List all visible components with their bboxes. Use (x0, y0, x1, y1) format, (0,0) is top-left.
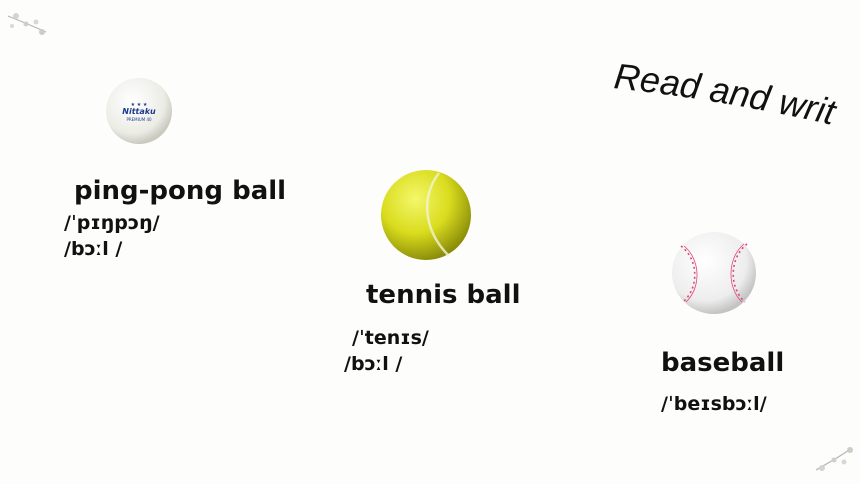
floral-sprig-icon (7, 13, 47, 35)
ping-pong-ball-icon: ★ ★ ★ Nittaku PREMIUM 40 (106, 78, 172, 144)
page-title: Read and write (595, 15, 841, 133)
svg-text:Read and write: Read and write (595, 15, 841, 133)
tennis-ball-icon (381, 170, 471, 260)
word-label: tennis ball (366, 280, 521, 310)
ball-brand-logo: Nittaku (122, 107, 156, 116)
phonetic-label: /bɔːl / (64, 238, 123, 260)
word-label: ping-pong ball (74, 176, 287, 206)
svg-text:★ ★ ★: ★ ★ ★ (131, 102, 148, 108)
phonetic-label: /ˈtenɪs/ (352, 327, 429, 349)
phonetic-label: /ˈpɪŋpɔŋ/ (64, 212, 160, 234)
svg-text:PREMIUM 40: PREMIUM 40 (126, 117, 152, 122)
floral-sprig-icon (815, 447, 853, 471)
title-text: Read and write (595, 15, 841, 133)
phonetic-label: /ˈbeɪsbɔːl/ (661, 393, 767, 415)
baseball-icon (672, 232, 756, 314)
word-label: baseball (661, 348, 785, 378)
phonetic-label: /bɔːl / (344, 353, 403, 375)
